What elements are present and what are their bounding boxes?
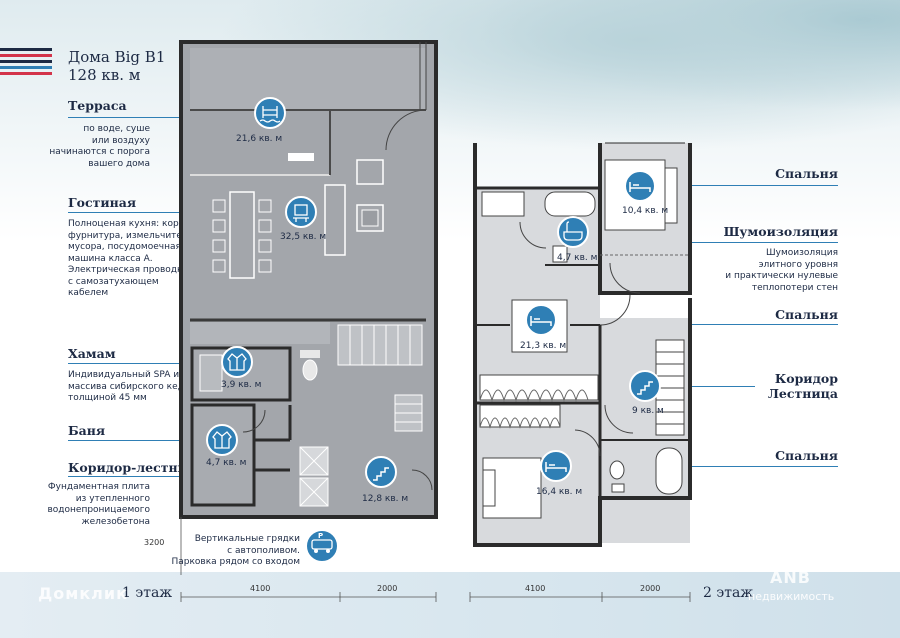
bathtub-top: [544, 191, 596, 217]
pool-ladder-icon: [254, 97, 286, 129]
leader-corridor2: [645, 386, 755, 387]
watermark-left: Домклик: [38, 584, 128, 603]
bathrobe-banya-icon: [206, 424, 238, 456]
watermark-right-top: ANB: [770, 568, 811, 587]
leader-noise: [688, 242, 838, 243]
bathtub-bottom: [655, 447, 683, 495]
leader-bedroom-bottom: [560, 466, 838, 467]
area-banya: 4,7 кв. м: [206, 458, 247, 468]
leader-terrace: [68, 117, 258, 118]
brand-stripes: [0, 48, 52, 78]
dim-w2a: 4100: [525, 584, 546, 593]
living-furniture: [324, 159, 384, 256]
area-bedroom-top: 10,4 кв. м: [622, 206, 669, 216]
stairs-icon-2: [629, 370, 661, 402]
bed-icon-mid: [525, 304, 557, 336]
sky-background: [0, 0, 900, 240]
title-line-2: 128 кв. м: [68, 66, 141, 84]
title-line-1: Дома Big B1: [68, 48, 166, 66]
area-bedroom-mid: 21,3 кв. м: [520, 341, 567, 351]
label-banya-title: Баня: [68, 423, 106, 438]
area-corridor1: 12,8 кв. м: [362, 494, 409, 504]
dim-w2b: 2000: [640, 584, 661, 593]
label-living-desc: Полноценая кухня: корпус,фурнитура, изме…: [68, 219, 198, 298]
label-living-title: Гостиная: [68, 195, 137, 210]
floor-2-plan: [473, 142, 692, 547]
stairs-icon: [365, 456, 397, 488]
bed-icon-bottom: [540, 450, 572, 482]
area-terrace: 21,6 кв. м: [236, 134, 283, 144]
bed-icon-top: [624, 170, 656, 202]
dining-table: [212, 191, 272, 279]
room-icons: P: [206, 97, 661, 563]
label-bedroom-mid-title: Спальня: [775, 307, 838, 322]
area-corridor2: 9 кв. м: [632, 406, 664, 416]
label-noise-title: Шумоизоляция: [723, 224, 838, 239]
area-bedroom-bottom: 16,4 кв. м: [536, 487, 583, 497]
leader-banya: [68, 440, 216, 441]
stairs-floor-1: [337, 324, 423, 432]
area-hamam: 3,9 кв. м: [221, 380, 262, 390]
leader-hamam: [68, 363, 228, 364]
label-hamam-title: Хамам: [68, 346, 116, 361]
label-bedroom-top-title: Спальня: [775, 166, 838, 181]
dining-icon: [285, 196, 317, 228]
parking-icon: P: [305, 529, 339, 563]
floor-2-label: 2 этаж: [703, 585, 754, 601]
bathrobe-icon: [221, 346, 253, 378]
area-living: 32,5 кв. м: [280, 232, 327, 242]
label-bedroom-bottom-title: Спальня: [775, 448, 838, 463]
label-corridor2-title: Коридор Лестница: [767, 371, 838, 401]
dim-w1b: 2000: [377, 584, 398, 593]
dim-depth: 3200: [144, 538, 165, 547]
area-bath2: 4,7 кв. м: [557, 253, 598, 263]
svg-text:P: P: [318, 532, 323, 540]
label-corridor1-title: Коридор-лестница: [68, 460, 205, 475]
bottom-band: [0, 572, 900, 638]
watermark-right-bottom: недвижимость: [748, 590, 835, 603]
leader-bedroom-top: [640, 185, 838, 186]
wardrobes: [479, 374, 599, 429]
shower-trays: [299, 446, 329, 507]
terrace-area: [190, 48, 426, 110]
bath-icon: [557, 216, 589, 248]
dimension-lines: [180, 517, 691, 602]
dim-w1a: 4100: [250, 584, 271, 593]
floor-1-label: 1 этаж: [122, 585, 173, 601]
label-terrace-title: Терраса: [68, 98, 127, 113]
page-title: Дома Big B1 128 кв. м: [68, 48, 165, 84]
